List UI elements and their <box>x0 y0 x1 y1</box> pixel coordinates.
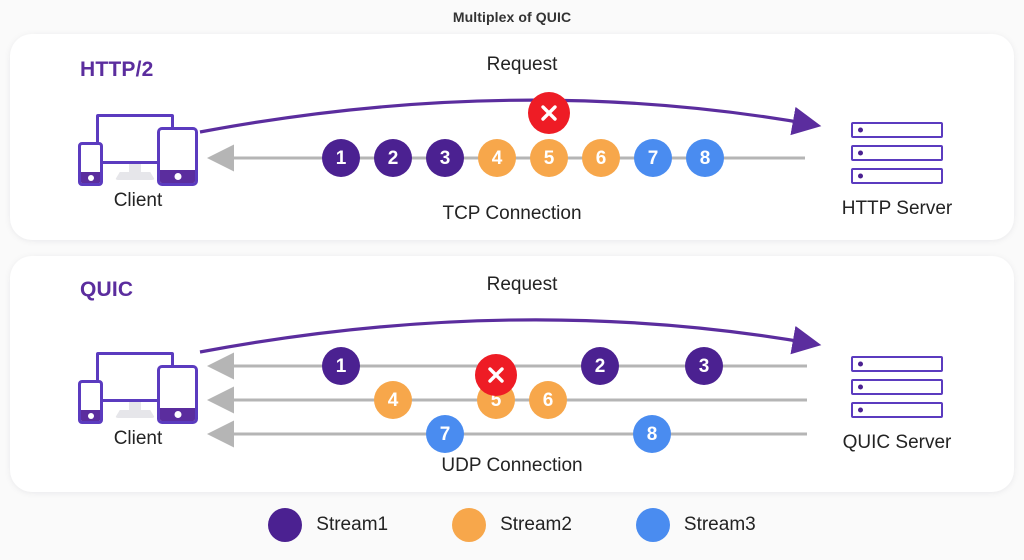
legend: Stream1 Stream2 Stream3 <box>0 508 1024 542</box>
phone-icon <box>78 380 103 424</box>
server-bay-2 <box>851 379 943 395</box>
section-card-quic: QUIC Client <box>10 256 1014 492</box>
client-node-http2: Client <box>78 114 198 211</box>
packet-4[interactable]: 4 <box>478 139 516 177</box>
packet-7[interactable]: 7 <box>426 415 464 453</box>
phone-home-dot <box>87 412 94 419</box>
monitor-stand-neck <box>129 402 141 412</box>
request-label-http2: Request <box>486 54 558 75</box>
server-label: HTTP Server <box>841 198 953 219</box>
server-bay-1 <box>851 122 943 138</box>
packet-8[interactable]: 8 <box>686 139 724 177</box>
packet-2[interactable]: 2 <box>581 347 619 385</box>
packet-7[interactable]: 7 <box>634 139 672 177</box>
server-led-icon <box>858 150 863 156</box>
request-arrow-quic <box>199 318 822 355</box>
server-led-icon <box>858 173 863 179</box>
legend-label-stream3: Stream3 <box>683 514 756 535</box>
request-arrow-http2 <box>199 98 822 136</box>
connection-label-quic: UDP Connection <box>441 455 583 476</box>
server-led-icon <box>858 361 863 367</box>
legend-swatch-stream1 <box>268 508 303 542</box>
x-mark-icon <box>541 105 557 121</box>
tablet-icon <box>157 127 198 186</box>
server-label: QUIC Server <box>842 432 952 453</box>
x-mark-icon <box>488 367 504 383</box>
packet-6[interactable]: 6 <box>582 139 620 177</box>
blocked-marker-quic <box>475 354 517 396</box>
packet-8[interactable]: 8 <box>633 415 671 453</box>
client-devices-icon <box>78 352 198 424</box>
monitor-stand-base <box>115 172 155 180</box>
protocol-label-http2: HTTP/2 <box>80 58 154 81</box>
packet-3[interactable]: 3 <box>426 139 464 177</box>
packet-5[interactable]: 5 <box>530 139 568 177</box>
server-led-icon <box>858 407 863 413</box>
server-led-icon <box>858 384 863 390</box>
server-bay-2 <box>851 145 943 161</box>
client-label: Client <box>113 428 163 449</box>
legend-item-stream1: Stream1 <box>268 508 388 542</box>
section-card-http2: HTTP/2 Client <box>10 34 1014 240</box>
request-label-quic: Request <box>486 274 558 295</box>
server-bay-3 <box>851 168 943 184</box>
tablet-home-dot <box>174 173 181 180</box>
packet-6[interactable]: 6 <box>529 381 567 419</box>
client-devices-icon <box>78 114 198 186</box>
monitor-stand-base <box>115 410 155 418</box>
legend-label-stream2: Stream2 <box>500 514 572 535</box>
server-bay-3 <box>851 402 943 418</box>
connection-label-http2: TCP Connection <box>442 203 582 224</box>
tablet-home-dot <box>174 411 181 418</box>
phone-icon <box>78 142 103 186</box>
phone-home-dot <box>87 174 94 181</box>
packet-4[interactable]: 4 <box>374 381 412 419</box>
legend-swatch-stream2 <box>452 508 487 542</box>
legend-swatch-stream3 <box>635 508 670 542</box>
legend-item-stream2: Stream2 <box>452 508 572 542</box>
packet-3[interactable]: 3 <box>685 347 723 385</box>
blocked-marker-http2 <box>528 92 570 134</box>
page-title: Multiplex of QUIC <box>452 9 572 25</box>
tablet-icon <box>157 365 198 424</box>
legend-label-stream1: Stream1 <box>316 514 389 535</box>
protocol-label-quic: QUIC <box>80 278 134 301</box>
server-icon <box>851 356 943 418</box>
server-icon <box>851 122 943 184</box>
packet-1[interactable]: 1 <box>322 139 360 177</box>
legend-item-stream3: Stream3 <box>635 508 756 542</box>
packet-1[interactable]: 1 <box>322 347 360 385</box>
server-led-icon <box>858 127 863 133</box>
client-label: Client <box>113 190 163 211</box>
packet-2[interactable]: 2 <box>374 139 412 177</box>
server-bay-1 <box>851 356 943 372</box>
client-node-quic: Client <box>78 352 198 449</box>
monitor-stand-neck <box>129 164 141 174</box>
